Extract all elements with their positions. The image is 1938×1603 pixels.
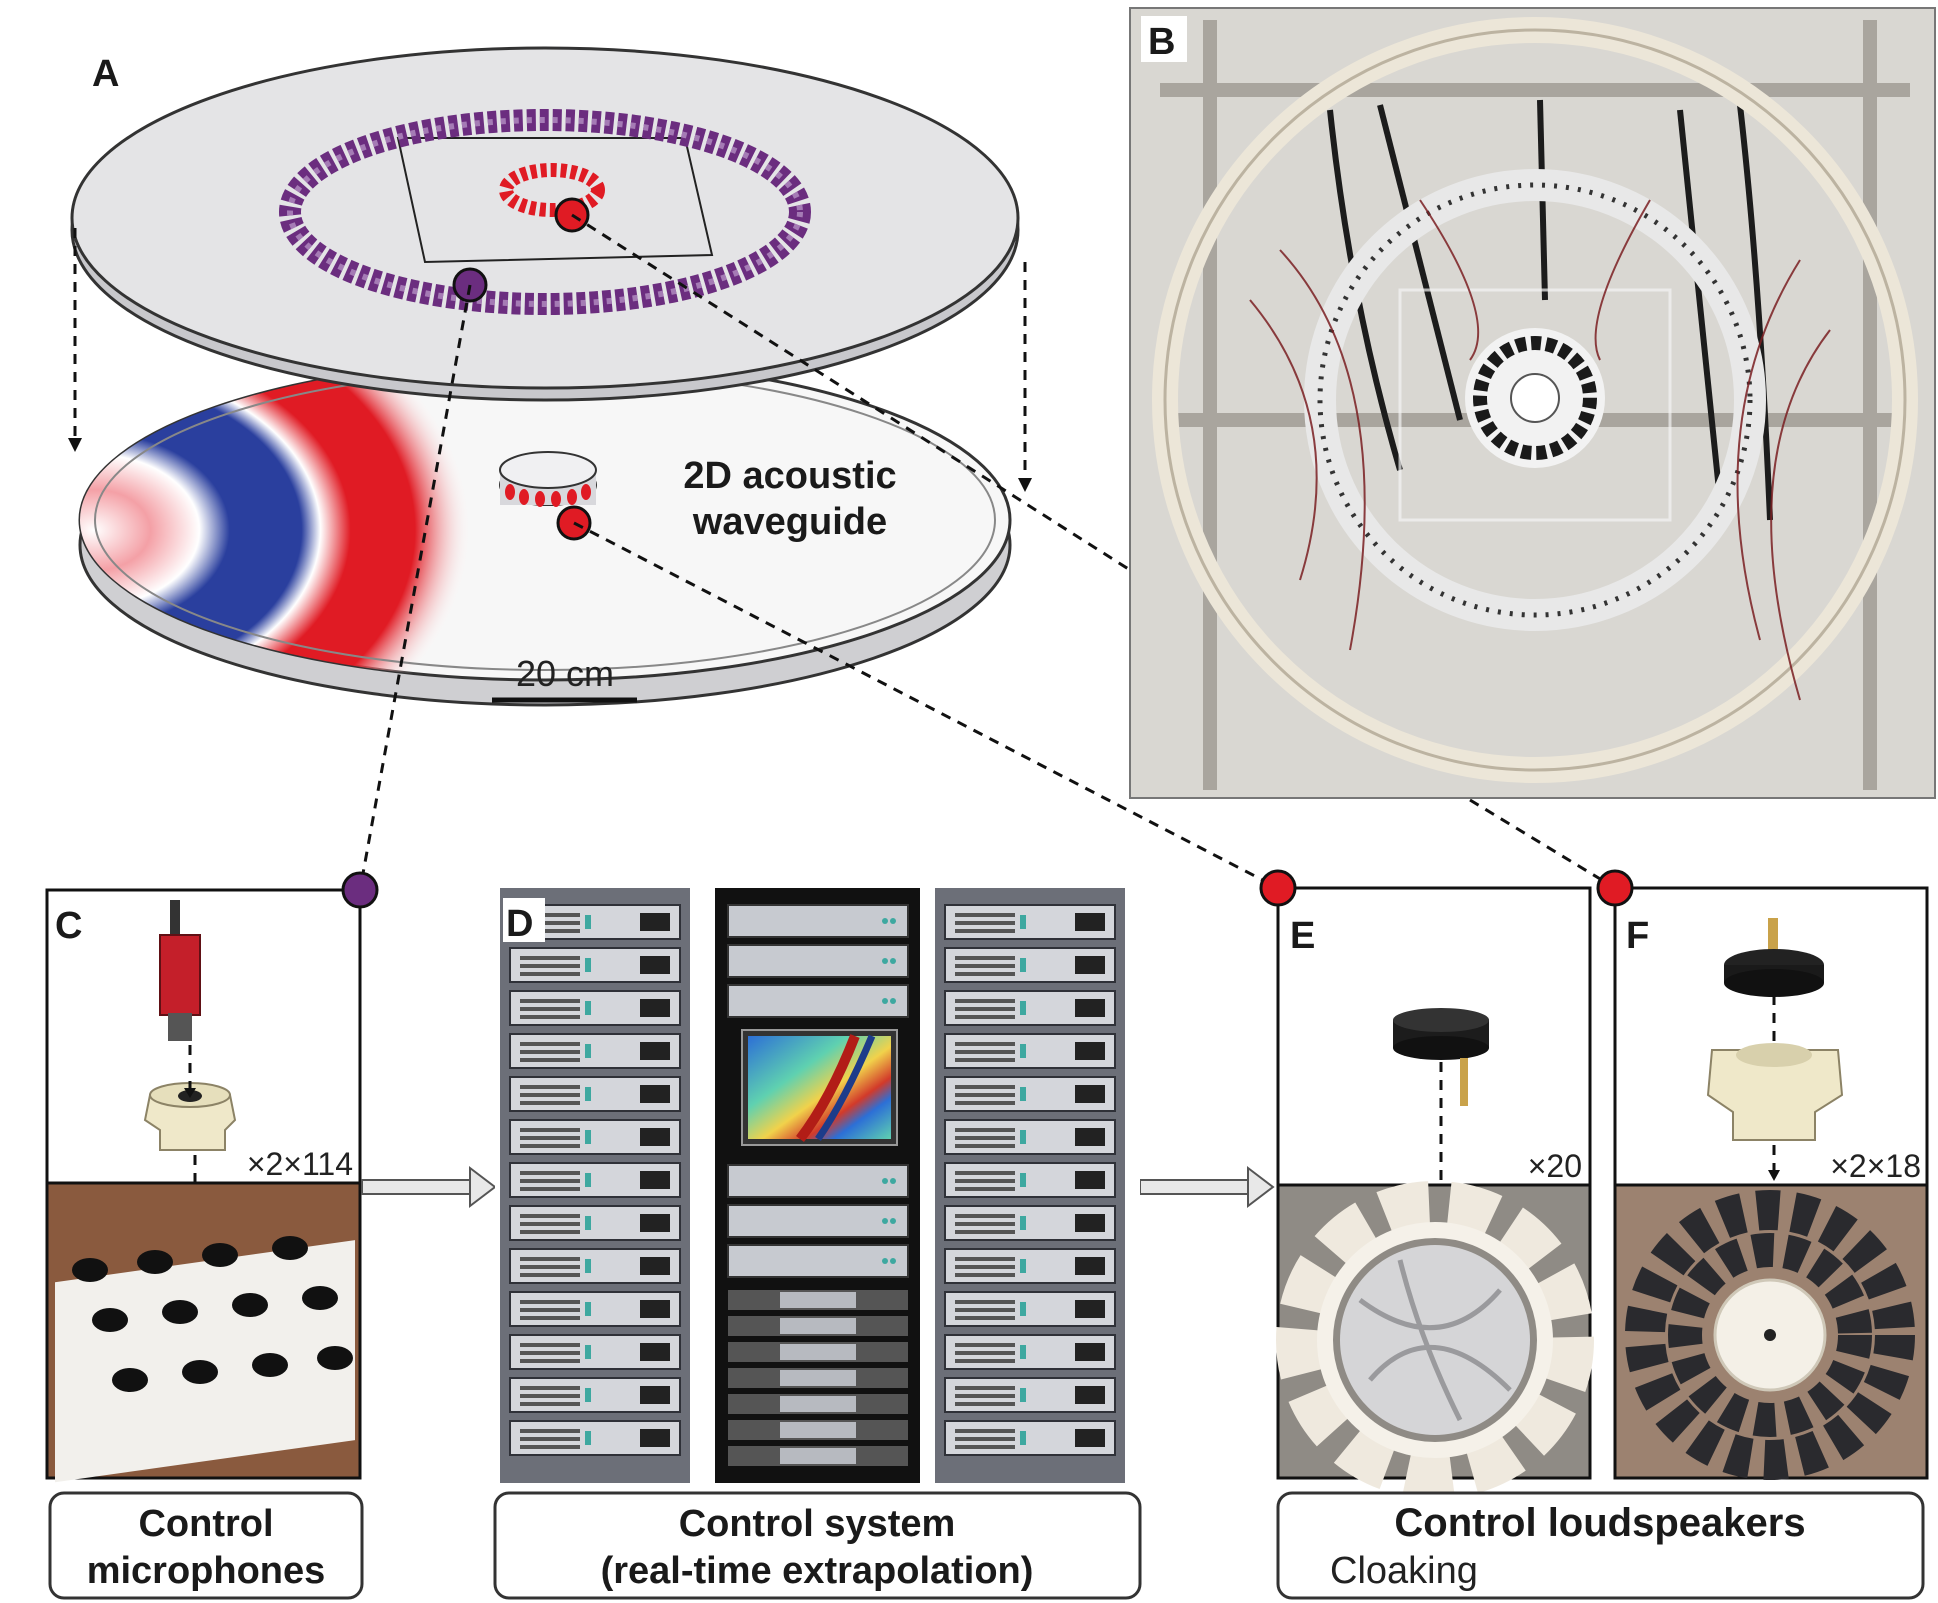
server-unit	[509, 1377, 681, 1413]
server-unit	[727, 984, 909, 1018]
panel-b-letter: B	[1148, 21, 1175, 63]
server-unit	[509, 1248, 681, 1284]
panel-e-letter-bg	[1288, 910, 1328, 954]
server-unit	[944, 1033, 1116, 1069]
panel-f: ×2×18 F	[1596, 869, 1929, 1480]
inner-loudspeaker-ring	[1668, 1233, 1872, 1437]
outer-loudspeaker-ring	[1625, 1190, 1915, 1480]
server-unit	[944, 1162, 1116, 1198]
microphone-marker-c	[341, 871, 379, 909]
waveguide-label-line1: 2D acoustic	[683, 455, 896, 497]
caption-ef-line2: Cloaking	[1330, 1550, 1478, 1592]
caption-box-c	[48, 1491, 364, 1600]
waveguide-label-line2: waveguide	[692, 501, 887, 543]
server-unit	[509, 1420, 681, 1456]
panel-b: B	[1129, 7, 1936, 799]
lower-waveguide-disk	[78, 358, 1012, 707]
server-unit	[727, 1164, 909, 1198]
server-unit	[509, 1119, 681, 1155]
cloaking-ring-lower	[499, 451, 597, 541]
drive-bay	[728, 1394, 908, 1414]
server-rack-center	[715, 888, 920, 1483]
loudspeaker-marker-f	[1596, 869, 1634, 907]
server-unit	[727, 1244, 909, 1278]
panel-d: D Control system (real-time extrapolatio…	[493, 888, 1142, 1600]
caption-ef-line1: Control loudspeakers	[1394, 1501, 1805, 1545]
server-unit	[944, 1076, 1116, 1112]
server-unit	[944, 1334, 1116, 1370]
loudspeaker-ring-upper	[499, 163, 605, 217]
connector-lines	[358, 213, 1616, 891]
flow-arrow-c-to-d	[361, 1165, 497, 1209]
extrapolation-field-image	[748, 1036, 891, 1139]
server-unit	[509, 1076, 681, 1112]
panel-a-letter-bg	[84, 48, 130, 94]
server-rack-left	[500, 888, 690, 1483]
server-unit	[944, 1248, 1116, 1284]
server-unit	[509, 947, 681, 983]
server-unit	[509, 1291, 681, 1327]
server-unit	[944, 1205, 1116, 1241]
server-unit	[727, 944, 909, 978]
loudspeaker-count-f: ×2×18	[1830, 1148, 1921, 1184]
drive-bay	[728, 1420, 908, 1440]
caption-d-line1: Control system	[679, 1503, 956, 1545]
server-unit	[944, 1119, 1116, 1155]
loudspeaker-driver-icon-e	[1393, 1008, 1489, 1106]
server-unit	[944, 904, 1116, 940]
caption-d-line2: (real-time extrapolation)	[601, 1550, 1034, 1592]
panel-a-letter: A	[92, 53, 119, 95]
loudspeaker-holder	[1706, 1043, 1844, 1141]
loudspeaker-count-e: ×20	[1528, 1148, 1582, 1184]
plate-drop-arrows	[68, 228, 1032, 492]
server-unit	[509, 1033, 681, 1069]
server-unit	[727, 904, 909, 938]
wire-bundle	[1340, 1245, 1530, 1435]
caption-box-ef	[1276, 1491, 1925, 1600]
caption-c-line2: microphones	[87, 1550, 326, 1592]
loudspeaker-marker-e	[1259, 869, 1297, 907]
server-unit	[944, 1377, 1116, 1413]
server-unit	[944, 947, 1116, 983]
panel-c-letter-bg	[57, 900, 97, 944]
drive-bay	[728, 1342, 908, 1362]
flow-arrow-d-to-e	[1139, 1165, 1275, 1209]
microphone-count: ×2×114	[247, 1146, 353, 1182]
panel-c: ×2×114 C Control microphones	[45, 871, 379, 1600]
panel-e: ×20 E Control loudspeakers Cloaking	[1259, 869, 1925, 1600]
gear-ring	[1276, 1181, 1594, 1499]
server-rack-right	[935, 888, 1125, 1483]
upper-plate	[70, 46, 1020, 402]
server-unit	[509, 1205, 681, 1241]
panel-f-letter-bg	[1625, 910, 1661, 954]
panel-b-letter-bg	[1141, 16, 1187, 62]
panel-a: 2D acoustic waveguide 20 cm A	[68, 46, 1032, 707]
server-unit	[944, 1420, 1116, 1456]
panel-c-letter: C	[55, 905, 82, 947]
microphone-board-icon	[159, 900, 201, 1041]
drive-bay	[728, 1290, 908, 1310]
loudspeaker-driver-icon-f	[1724, 918, 1824, 997]
inner-rectangle	[396, 137, 714, 264]
server-unit	[509, 1162, 681, 1198]
panel-d-letter-bg	[503, 898, 545, 942]
server-unit	[727, 1204, 909, 1238]
panel-e-letter: E	[1290, 915, 1315, 957]
server-unit	[509, 990, 681, 1026]
drive-bay	[728, 1446, 908, 1466]
server-unit	[944, 990, 1116, 1026]
caption-box-d	[493, 1491, 1142, 1600]
drive-bay	[728, 1316, 908, 1336]
microphone-mounts	[55, 1236, 355, 1483]
scale-bar-label: 20 cm	[516, 653, 614, 694]
server-unit	[509, 1334, 681, 1370]
caption-c-line1: Control	[138, 1503, 273, 1545]
panel-d-letter: D	[506, 903, 533, 945]
red-wires	[1249, 199, 1831, 701]
panel-f-letter: F	[1626, 915, 1649, 957]
pressure-field-wavefront	[80, 380, 480, 680]
drive-bay	[728, 1368, 908, 1388]
server-unit	[944, 1291, 1116, 1327]
